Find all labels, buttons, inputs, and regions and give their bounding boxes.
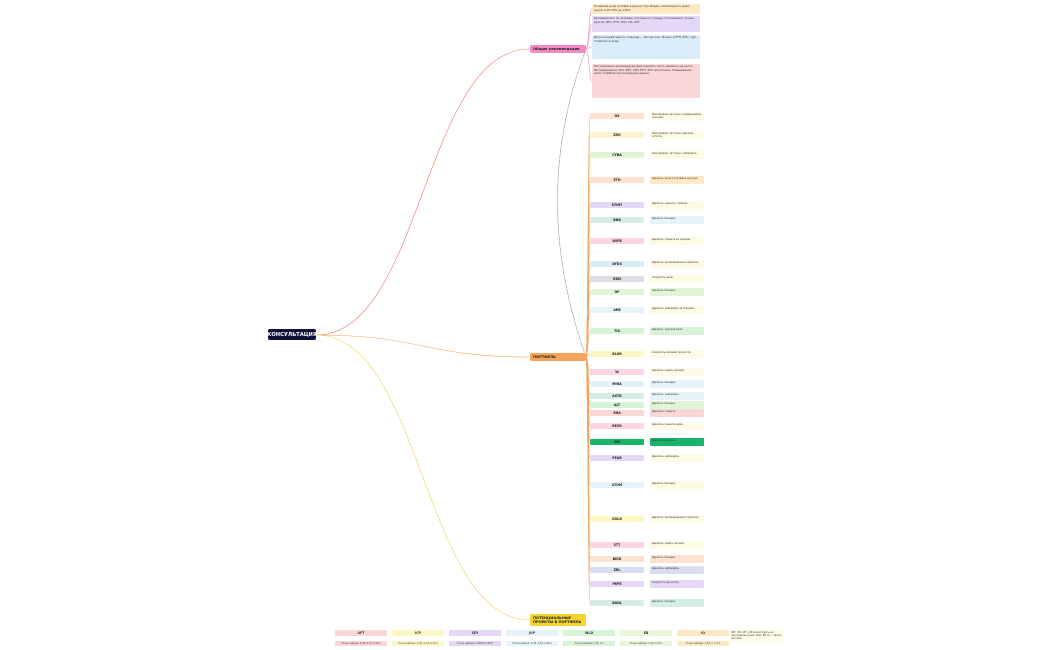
ticker-rdn[interactable]: RDN	[590, 276, 644, 282]
link-general-rec	[585, 48, 593, 82]
ticker-ox[interactable]: OX	[590, 113, 644, 119]
ticker-note: Держать, наблюдать.	[650, 392, 704, 400]
ticker-zrl[interactable]: ZRL	[590, 567, 644, 573]
ticker-stt[interactable]: STT	[590, 542, 644, 548]
ticker-astr[interactable]: ASTR	[590, 393, 644, 399]
project-entry-points: Точки набора: 0.02, 0.03, 0.05 s	[335, 641, 387, 646]
project-entry-points: Точки набора: 1.50, 2, 2.5 s	[677, 641, 729, 646]
ticker-revo[interactable]: REVO	[590, 423, 644, 429]
project-tag-io[interactable]: IO	[677, 630, 729, 636]
ticker-note: Держать позицию.	[650, 438, 704, 446]
ticker-note: Сократить при росте.	[650, 580, 704, 588]
ticker-note: Держать, наблюдать.	[650, 454, 704, 462]
ticker-note: Держать, оценить стейкинг.	[650, 201, 704, 209]
ticker-mina[interactable]: MINA	[590, 381, 644, 387]
recommendation-item: Распределить по активам, которые по трен…	[592, 16, 700, 32]
ticker-arb[interactable]: ARB	[590, 307, 644, 313]
link-portfolio-ticker	[585, 356, 591, 604]
project-entry-points: Точки набора: 0.20, 0.22, 0.25 s	[392, 641, 444, 646]
link-general-rec	[585, 46, 593, 50]
ticker-note: Держать позицию.	[650, 481, 704, 489]
ticker-atom[interactable]: ATOM	[590, 482, 644, 488]
project-entry-points: Точки набора: 0.0020 0.0031	[449, 641, 501, 646]
ticker-eth[interactable]: ETH	[590, 177, 644, 183]
branch-general-recommendations[interactable]: Общие рекомендации	[530, 45, 586, 53]
ticker-note: Держать, наблюдать за трендом.	[650, 306, 704, 314]
ticker-note: Фиксировать частично, наблюдать.	[650, 151, 704, 159]
bottom-note: APT, ICP, SEY, JUP можно брать на нахожд…	[730, 630, 784, 641]
recommendation-item: Основная доля активов в рынке. Пул Индек…	[592, 4, 700, 14]
ticker-blur[interactable]: BLUR	[590, 351, 644, 357]
ticker-note: Держать позицию.	[650, 401, 704, 409]
ticker-note: Держать позицию.	[650, 216, 704, 224]
ticker-op[interactable]: OP	[590, 289, 644, 295]
ticker-note: Держать, следить.	[650, 409, 704, 417]
ticker-note: Сократить долю.	[650, 275, 704, 283]
ticker-note: Держать, ждать сигнала.	[650, 541, 704, 549]
ticker-note: Держать, крупная доля.	[650, 327, 704, 335]
project-tag-eb[interactable]: EB	[620, 630, 672, 636]
ticker-note: Держать, распределение сохранить.	[650, 515, 704, 523]
ticker-note: Держать, ждать сигнала.	[650, 368, 704, 376]
link-portfolio-ticker	[585, 330, 591, 358]
ticker-note: Держать, следить за трендом.	[650, 237, 704, 245]
branch-potential-projects[interactable]: ПОТЕНЦИАЛЬНЫЕ ПРОЕКТЫ В ПОРТФЕЛЬ	[530, 614, 586, 626]
ticker-wifb[interactable]: WIFB	[590, 238, 644, 244]
project-tag-apt[interactable]: APT	[335, 630, 387, 636]
ticker-ena[interactable]: ENA	[590, 410, 644, 416]
ticker-note: Держать, доля в портфеле крупная.	[650, 176, 704, 184]
ticker-note: Держать позицию.	[650, 599, 704, 607]
ticker-note: Держать, наблюдать.	[650, 566, 704, 574]
ticker-zro[interactable]: ZRO	[590, 132, 644, 138]
root-node[interactable]: КОНСУЛЬТАЦИЯ	[267, 329, 317, 340]
ticker-bigg[interactable]: BIGG	[590, 556, 644, 562]
link-root-general	[315, 48, 531, 336]
project-entry-points: Точки набора: 1.55, 2 s	[563, 641, 615, 646]
ticker-note: Фиксировать частично, поддерживать позиц…	[650, 112, 704, 120]
link-portfolio-ticker	[585, 353, 591, 358]
project-tag-sey[interactable]: SEY	[449, 630, 501, 636]
ticker-note: Держать позицию.	[650, 380, 704, 388]
link-root-potential	[315, 334, 531, 621]
ticker-note: Сократить позицию при росте.	[650, 350, 704, 358]
recommendation-item: Настоятельно рекомендуем фиксировать час…	[592, 64, 700, 98]
recommendation-item: Для консервативного подхода — без рисков…	[592, 35, 700, 59]
ticker-gold[interactable]: GOLD	[590, 516, 644, 522]
ticker-w[interactable]: W	[590, 369, 644, 375]
project-entry-points: Точки набора: 0.20, 0.25 s	[620, 641, 672, 646]
ticker-banl[interactable]: BANL	[590, 600, 644, 606]
ticker-pepe[interactable]: PEPE	[590, 581, 644, 587]
ticker-om[interactable]: OM	[590, 439, 644, 445]
project-tag-icp[interactable]: ICP	[392, 630, 444, 636]
ticker-note: Держать позицию.	[650, 288, 704, 296]
link-general-rec	[585, 23, 593, 50]
project-tag-jup[interactable]: JUP	[506, 630, 558, 636]
ticker-bnb[interactable]: BNB	[590, 217, 644, 223]
branch-portfolio[interactable]: ПОРТФЕЛЬ	[530, 353, 586, 361]
ticker-pear[interactable]: PEAR	[590, 455, 644, 461]
ticker-dydx[interactable]: DYDX	[590, 261, 644, 267]
ticker-tia[interactable]: TIA	[590, 328, 644, 334]
ticker-ethfi[interactable]: ETHFI	[590, 202, 644, 208]
ticker-note: Держать позицию.	[650, 555, 704, 563]
project-entry-points: Точки набора: 0.45, 0.50, 0.60 s	[506, 641, 558, 646]
ticker-alt[interactable]: ALT	[590, 402, 644, 408]
link-general-portfolio-dashed	[557, 48, 587, 358]
ticker-note: Держать, распределение сохранить.	[650, 260, 704, 268]
project-tag-wld[interactable]: WLD	[563, 630, 615, 636]
ticker-cyba[interactable]: CYBA	[590, 152, 644, 158]
ticker-note: Фиксировать частично, держать остаток.	[650, 131, 704, 139]
ticker-note: Держать, оценить долю.	[650, 422, 704, 430]
link-root-portfolio	[315, 334, 531, 358]
